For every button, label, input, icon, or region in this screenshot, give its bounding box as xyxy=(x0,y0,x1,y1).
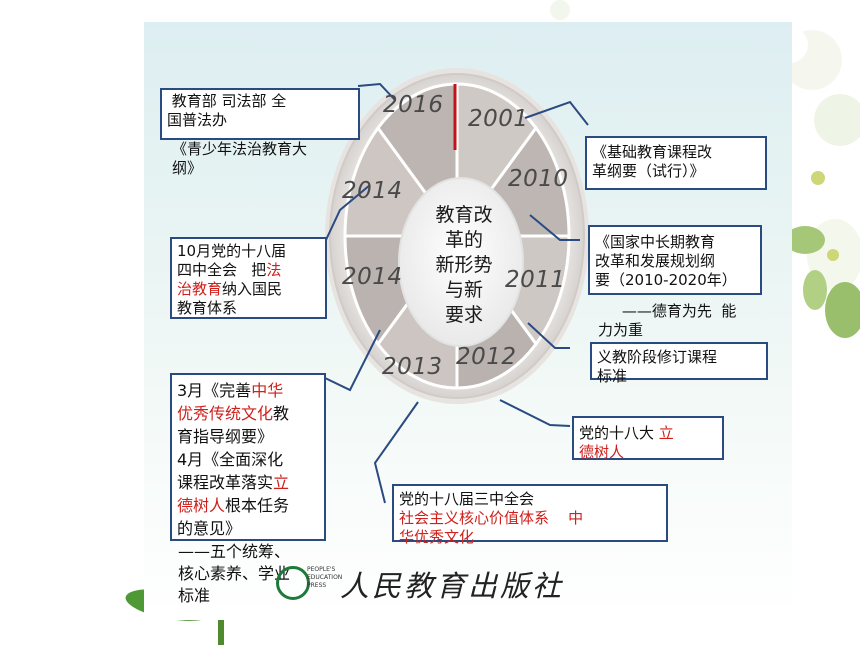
year-label-2011: 2011 xyxy=(505,267,566,293)
box-2016: 教育部 司法部 全 国普法办 xyxy=(160,88,360,140)
text-2014-after-line: 标准 xyxy=(178,586,211,605)
box-2010-line: 要（2010-2020年） xyxy=(595,271,737,289)
text-2010-after-line: 力为重 xyxy=(598,321,644,339)
box-2014-april-line: 课程改革落实立 xyxy=(177,471,319,494)
box-2014-march-text: 教 xyxy=(273,404,290,423)
year-label-2012: 2012 xyxy=(456,344,517,370)
box-2012-highlight: 德树人 xyxy=(579,443,625,461)
box-2016-line: 国普法办 xyxy=(167,111,228,129)
box-2011: 义教阶段修订课程 标准 xyxy=(590,342,768,385)
box-2014-october-line: 四中全会 把法 xyxy=(177,261,320,280)
box-2012: 党的十八大 立 德树人 xyxy=(572,416,724,461)
publisher-name-cn: 人民教育出版社 xyxy=(340,569,565,603)
text-2016-after: 《青少年法治教育大 纲》 xyxy=(172,140,307,178)
flower-decoration-right xyxy=(550,0,860,338)
box-2014-october-line: 治教育纳入国民 xyxy=(177,280,320,299)
box-2014-march-line: 优秀传统文化教 xyxy=(177,402,319,425)
year-label-2010: 2010 xyxy=(508,166,569,192)
box-2014-october-highlight: 法 xyxy=(266,261,282,279)
text-2014-after: ——五个统筹、 核心素养、学业 标准 xyxy=(178,541,290,607)
box-2014-march-highlight: 优秀传统文化 xyxy=(177,404,274,423)
box-2014-october-line: 教育体系 xyxy=(177,299,238,317)
box-2012-line1: 党的十八大 立 xyxy=(579,424,717,443)
box-2013: 党的十八届三中全会 社会主义核心价值体系 中 华优秀文化 xyxy=(392,484,668,546)
box-2014-march-highlight: 中华 xyxy=(251,381,284,400)
box-2014-april-text: 课程改革落实 xyxy=(177,473,274,492)
box-2012-highlight: 立 xyxy=(658,424,674,442)
text-2016-after-line: 纲》 xyxy=(172,159,203,177)
text-2014-after-line: 核心素养、学业 xyxy=(178,564,291,583)
year-label-2001: 2001 xyxy=(468,106,529,132)
box-2014-april-highlight: 立 xyxy=(273,473,290,492)
box-2014-march-line: 3月《完善中华 xyxy=(177,379,319,402)
box-2014-april-line: 德树人根本任务 xyxy=(177,494,319,517)
year-label-2014-mid: 2014 xyxy=(342,264,403,290)
box-2010: 《国家中长期教育 改革和发展规划纲 要（2010-2020年） xyxy=(588,225,762,295)
publisher-name-en: PEOPLE'S EDUCATION PRESS xyxy=(307,566,343,589)
box-2014-october: 10月党的十八届 四中全会 把法 治教育纳入国民 教育体系 xyxy=(170,237,327,319)
box-2014-october-text: 四中全会 把 xyxy=(177,261,267,279)
box-2013-highlight: 社会主义核心价值体系 中 xyxy=(399,509,584,527)
box-2014-april-highlight: 德树人 xyxy=(177,496,226,515)
wheel-hub xyxy=(398,177,524,347)
box-2011-line: 标准 xyxy=(597,367,628,385)
year-label-2014-top: 2014 xyxy=(342,178,403,204)
box-2013-line: 党的十八届三中全会 xyxy=(399,490,535,508)
box-2001-line: 革纲要（试行）》 xyxy=(592,162,705,180)
box-2014-april-text: 根本任务 xyxy=(225,496,290,515)
text-2014-after-line: ——五个统筹、 xyxy=(178,542,291,561)
box-2010-line: 《国家中长期教育 xyxy=(595,233,716,251)
box-2014-march-text: 3月《完善 xyxy=(177,381,252,400)
box-2011-line: 义教阶段修订课程 xyxy=(597,348,718,366)
text-2010-after-line: ——德育为先 能 xyxy=(598,302,737,320)
box-2012-text: 党的十八大 xyxy=(579,424,659,442)
text-2010-after: ——德育为先 能 力为重 xyxy=(598,302,736,340)
connector-lines xyxy=(324,82,589,504)
box-2001-line: 《基础教育课程改 xyxy=(592,143,713,161)
box-2014-march-line: 育指导纲要》 xyxy=(177,427,274,446)
box-2014-october-text: 纳入国民 xyxy=(222,280,283,298)
center-title: 教育改 革的 新形势 与新 要求 xyxy=(435,204,493,326)
box-2014-october-highlight: 治教育 xyxy=(177,280,223,298)
box-2013-highlight: 华优秀文化 xyxy=(399,528,475,546)
text-2016-after-line: 《青少年法治教育大 xyxy=(172,140,308,158)
box-2010-line: 改革和发展规划纲 xyxy=(595,252,716,270)
box-2016-line: 教育部 司法部 全 xyxy=(167,92,287,110)
year-label-2013: 2013 xyxy=(382,354,443,380)
box-2014-march-april: 3月《完善中华 优秀传统文化教 育指导纲要》 4月《全面深化 课程改革落实立 德… xyxy=(170,373,326,541)
box-2014-april-line: 的意见》 xyxy=(177,519,242,538)
box-2014-april-line: 4月《全面深化 xyxy=(177,450,284,469)
box-2014-october-line: 10月党的十八届 xyxy=(177,242,287,260)
box-2001: 《基础教育课程改 革纲要（试行）》 xyxy=(585,136,767,190)
year-label-2016: 2016 xyxy=(383,92,444,118)
publisher-logo-icon xyxy=(276,566,310,600)
